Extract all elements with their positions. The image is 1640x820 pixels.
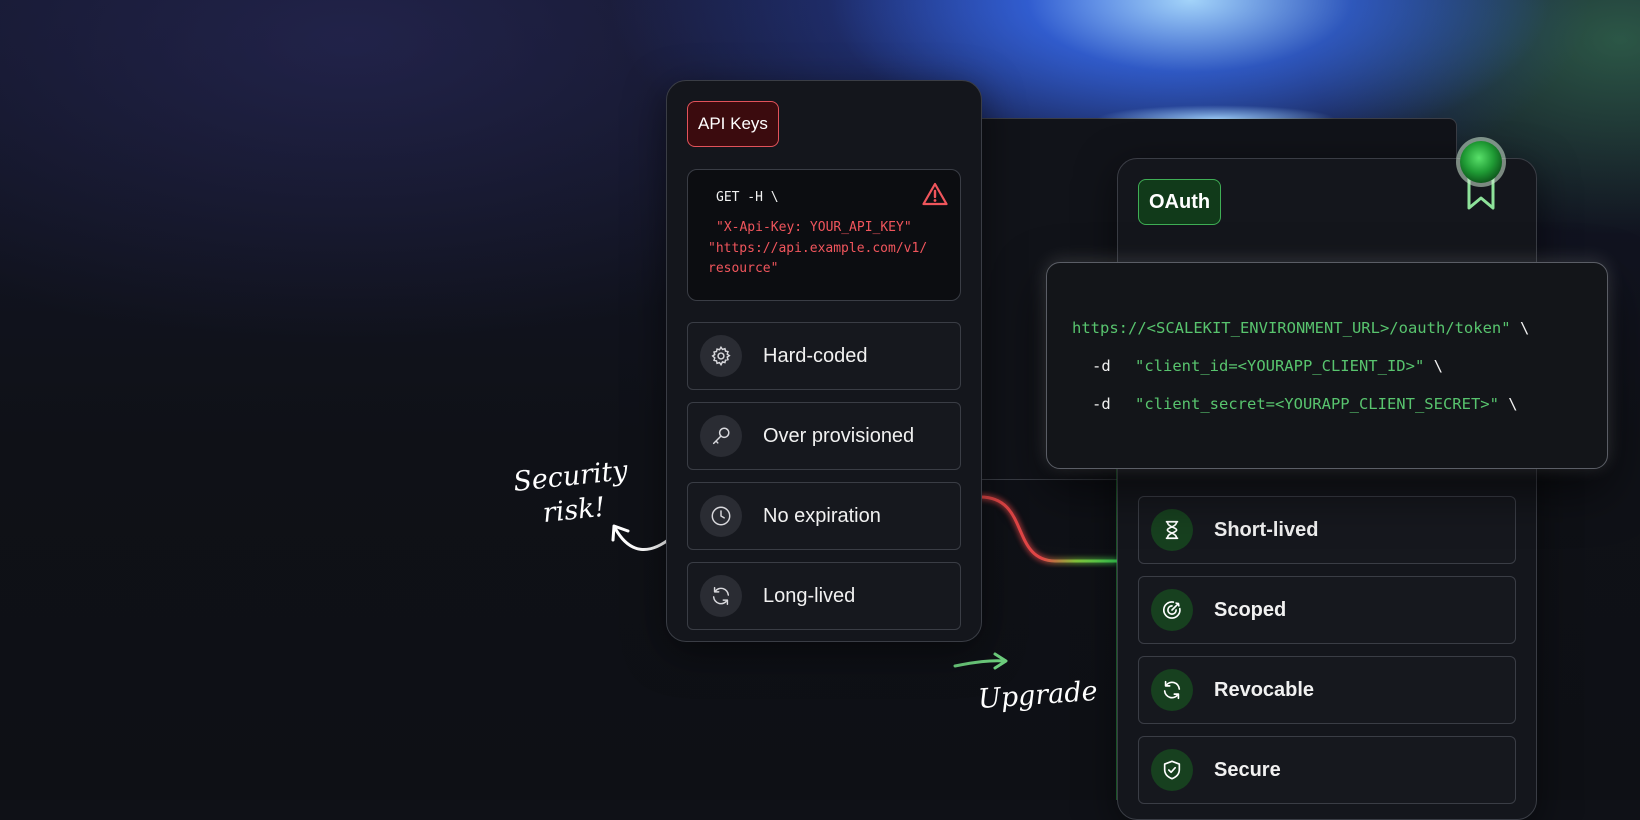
code-line-continuation: \ [1510, 319, 1530, 337]
upgrade-arrow [953, 659, 1007, 668]
code-line: resource" [708, 261, 779, 276]
gear-icon [700, 335, 742, 377]
list-item-short-lived: Short-lived [1138, 496, 1516, 564]
oauth-badge: OAuth [1138, 179, 1222, 225]
list-item-label: No expiration [763, 505, 881, 527]
list-item-label: Long-lived [763, 585, 856, 607]
code-flag: -d [1092, 357, 1111, 375]
api-keys-card: API Keys GET -H \ "X-Api-Key: YOUR_API_K… [666, 80, 982, 642]
list-item-no-expiration: No expiration [687, 482, 961, 550]
code-line-continuation: \ [1498, 395, 1518, 413]
code-line: "client_id=<YOURAPP_CLIENT_ID>" [1135, 357, 1425, 375]
code-flag: -d [1092, 395, 1111, 413]
list-item-label: Secure [1214, 759, 1281, 781]
code-line: "https://api.example.com/v1/ [708, 241, 928, 256]
clock-icon [700, 495, 742, 537]
code-line: https://<SCALEKIT_ENVIRONMENT_URL>/oauth… [1072, 319, 1511, 337]
list-item-hard-coded: Hard-coded [687, 322, 961, 390]
risk-arrow [613, 526, 674, 552]
list-item-label: Revocable [1214, 679, 1315, 701]
api-keys-badge: API Keys [687, 101, 779, 147]
list-item-over-provisioned: Over provisioned [687, 402, 961, 470]
warning-icon [922, 182, 948, 206]
list-item-revocable: Revocable [1138, 656, 1516, 724]
refresh-icon [1151, 669, 1193, 711]
list-item-label: Hard-coded [763, 345, 868, 367]
list-item-secure: Secure [1138, 736, 1516, 804]
oauth-card: OAuth Short-lived Scoped Revocable [1117, 158, 1537, 820]
list-item-label: Short-lived [1214, 519, 1319, 541]
list-item-long-lived: Long-lived [687, 562, 961, 630]
oauth-code-block: https://<SCALEKIT_ENVIRONMENT_URL>/oauth… [1046, 262, 1608, 469]
code-line: "X-Api-Key: YOUR_API_KEY" [716, 220, 912, 235]
security-risk-annotation: Security risk! [512, 454, 633, 534]
code-line: GET -H \ [716, 190, 779, 205]
medal-icon [1456, 137, 1506, 210]
code-line: "client_secret=<YOURAPP_CLIENT_SECRET>" [1135, 395, 1499, 413]
refresh-icon [700, 575, 742, 617]
target-icon [1151, 589, 1193, 631]
api-keys-code-block: GET -H \ "X-Api-Key: YOUR_API_KEY" "http… [687, 169, 961, 301]
code-line-continuation: \ [1424, 357, 1443, 375]
key-icon [700, 415, 742, 457]
list-item-label: Over provisioned [763, 425, 915, 447]
hourglass-icon [1151, 509, 1193, 551]
shield-check-icon [1151, 749, 1193, 791]
list-item-label: Scoped [1214, 599, 1287, 621]
list-item-scoped: Scoped [1138, 576, 1516, 644]
